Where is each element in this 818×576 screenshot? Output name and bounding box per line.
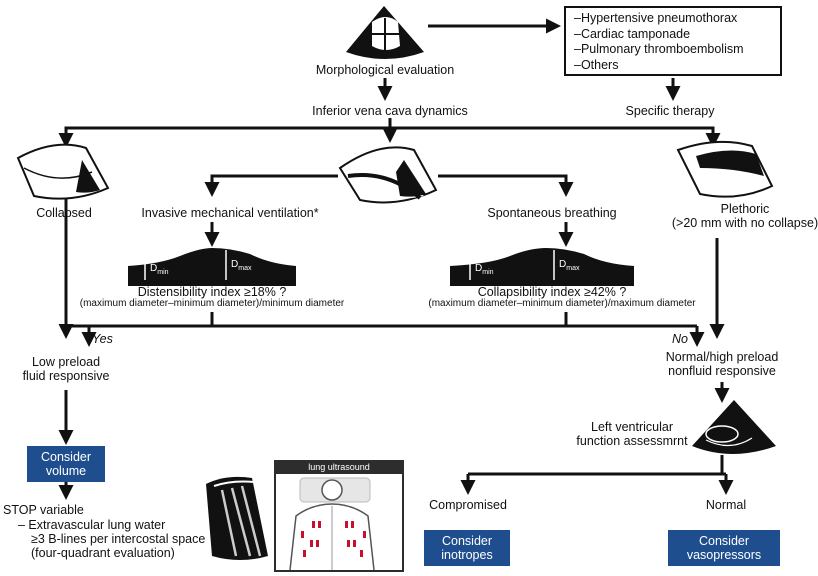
ivc-normal-icon	[338, 146, 438, 204]
lung-ultrasound-diagram	[274, 460, 404, 572]
specific-item: –Others	[574, 57, 619, 72]
lv-ultrasound-icon	[692, 400, 776, 454]
dmax-label: Dmax	[231, 259, 252, 272]
dmin-label-right: Dmin	[475, 263, 494, 276]
lung-zone-markers	[301, 521, 366, 557]
distensibility-formula: (maximum diameter–minimum diameter)/mini…	[79, 298, 345, 309]
blines-label: ≥3 B-lines per intercostal space	[31, 532, 206, 546]
compromised-label: Compromised	[429, 498, 507, 512]
collapsibility-formula: (maximum diameter–minimum diameter)/maxi…	[428, 298, 696, 309]
ev-lung-water-label: – Extravascular lung water	[18, 518, 166, 532]
ivc-collapsed-icon	[16, 143, 110, 200]
low-preload-label: Low preload fluid responsive	[22, 355, 110, 383]
yes-label: Yes	[92, 332, 113, 346]
waveform-collapsibility	[450, 248, 634, 286]
imv-label: Invasive mechanical ventilation*	[141, 206, 319, 220]
specific-item: –Hypertensive pneumothorax	[574, 11, 738, 25]
dmax-label-right: Dmax	[559, 259, 580, 272]
specific-item: –Cardiac tamponade	[574, 26, 691, 41]
stop-variable-label: STOP variable	[3, 503, 84, 517]
collapsed-label: Collapsed	[36, 206, 92, 220]
no-label: No	[672, 332, 688, 346]
consider-volume-box: Consider volume	[27, 446, 105, 482]
lv-function-label: Left ventricular function assessmrnt	[576, 420, 688, 448]
specific-item: –Pulmonary thromboembolism	[574, 42, 744, 56]
normal-label: Normal	[705, 498, 747, 512]
consider-inotropes-box: Consider inotropes	[424, 530, 510, 566]
distensibility-label: Distensibility index ≥18% ?	[137, 285, 287, 299]
spontaneous-breathing-label: Spontaneous breathing	[487, 206, 617, 220]
ivc-plethoric-icon	[676, 140, 774, 198]
plethoric-label: Plethoric (>20 mm with no collapse)	[671, 202, 818, 230]
consider-vasopressors-box: Consider vasopressors	[668, 530, 780, 566]
specific-therapy-label: Specific therapy	[625, 104, 715, 118]
lung-ultrasound-title: lung ultrasound	[275, 461, 403, 474]
connectors	[58, 18, 734, 500]
normal-preload-label: Normal/high preload nonfluid responsive	[665, 350, 779, 378]
four-quadrant-label: (four-quadrant evaluation)	[31, 546, 175, 560]
ivc-dynamics-label: Inferior vena cava dynamics	[312, 104, 468, 118]
morphological-evaluation-label: Morphological evaluation	[315, 63, 455, 77]
specific-conditions-box: –Hypertensive pneumothorax –Cardiac tamp…	[564, 6, 782, 76]
collapsibility-label: Collapsibility index ≥42% ?	[477, 285, 627, 299]
lung-probe-icon	[206, 476, 268, 560]
heart-ultrasound-icon	[346, 6, 424, 59]
waveform-distensibility	[128, 248, 296, 286]
dmin-label: Dmin	[150, 263, 169, 276]
